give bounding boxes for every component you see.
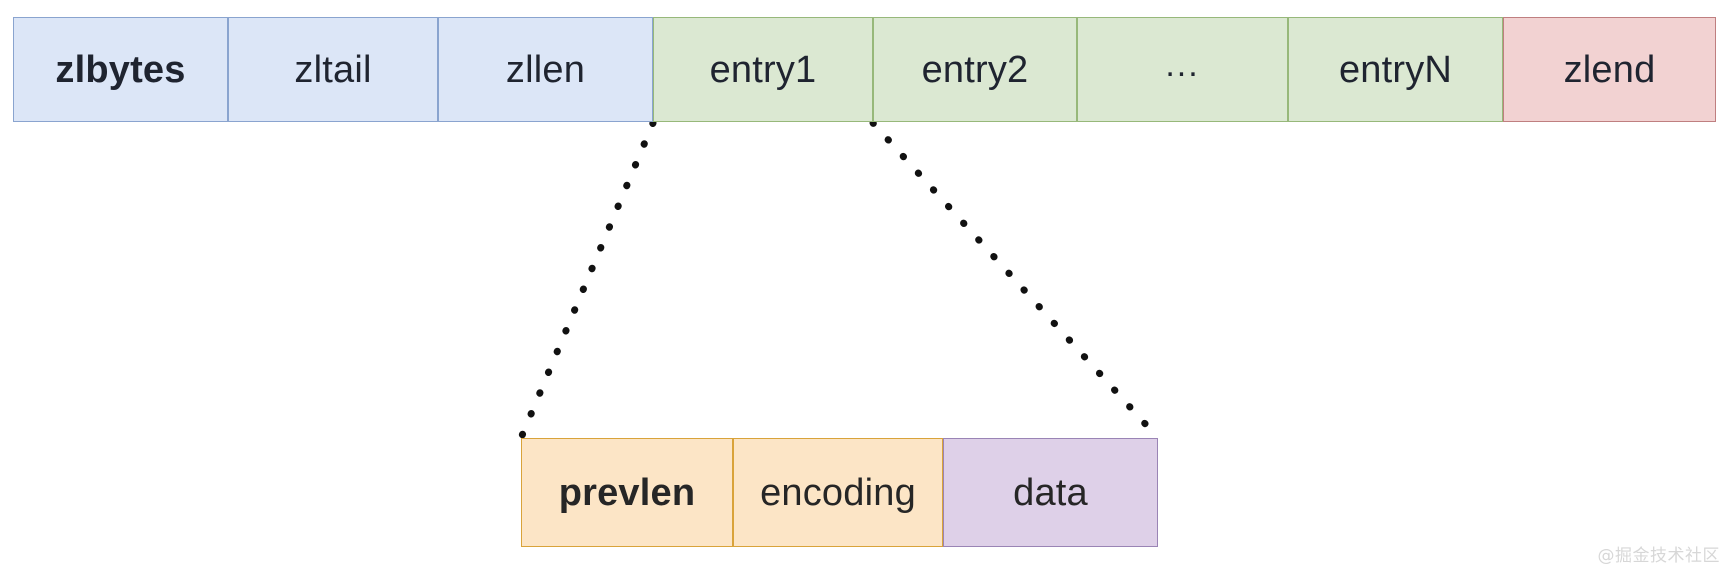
ziplist-field-entryn: entryN: [1288, 17, 1503, 122]
left-expander-line: [517, 119, 657, 442]
ziplist-field-zlbytes-label: zlbytes: [55, 48, 186, 91]
ziplist-field-entry1: entry1: [653, 17, 873, 122]
ziplist-field-entry1-label: entry1: [709, 48, 817, 91]
entry-field-encoding-label: encoding: [760, 471, 916, 514]
ziplist-field-zlbytes: zlbytes: [13, 17, 228, 122]
ziplist-field-zllen: zllen: [438, 17, 653, 122]
ziplist-field-entry2: entry2: [873, 17, 1077, 122]
ziplist-field-dotsdotsdots-label: ...: [1165, 45, 1200, 84]
entry-field-prevlen-label: prevlen: [558, 471, 696, 514]
ziplist-field-entryn-label: entryN: [1338, 48, 1453, 91]
entry-field-prevlen: prevlen: [521, 438, 733, 547]
ziplist-field-zlend: zlend: [1503, 17, 1716, 122]
ziplist-field-zllen-label: zllen: [505, 48, 586, 91]
ziplist-field-entry2-label: entry2: [921, 48, 1029, 91]
entry-field-data-label: data: [1013, 471, 1088, 514]
right-expander-line: [869, 119, 1162, 442]
ziplist-field-dotsdotsdots: ...: [1077, 17, 1288, 122]
ziplist-field-zltail-label: zltail: [294, 48, 372, 91]
ziplist-field-zltail: zltail: [228, 17, 438, 122]
ziplist-field-zlend-label: zlend: [1563, 48, 1656, 91]
entry-field-data: data: [943, 438, 1158, 547]
watermark-text: @掘金技术社区: [1597, 546, 1720, 566]
entry-field-encoding: encoding: [733, 438, 943, 547]
